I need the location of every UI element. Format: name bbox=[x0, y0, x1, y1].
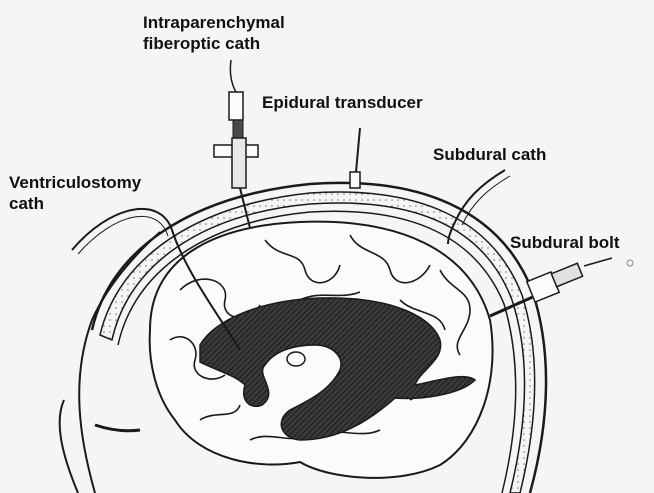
ventriculostomy-label-line2: cath bbox=[9, 193, 141, 214]
subdural-bolt-label: Subdural bolt bbox=[510, 232, 620, 253]
epidural-transducer bbox=[350, 128, 360, 188]
ventriculostomy-label: Ventriculostomy cath bbox=[9, 172, 141, 214]
intraparenchymal-label-line1: Intraparenchymal bbox=[143, 12, 285, 33]
ventriculostomy-label-line1: Ventriculostomy bbox=[9, 172, 141, 193]
subdural-cath-label: Subdural cath bbox=[433, 144, 546, 165]
foramen bbox=[287, 352, 305, 366]
epidural-transducer-label: Epidural transducer bbox=[262, 92, 423, 113]
ear-outline bbox=[60, 400, 78, 493]
intraparenchymal-label-line2: fiberoptic cath bbox=[143, 33, 285, 54]
intraparenchymal-label: Intraparenchymal fiberoptic cath bbox=[143, 12, 285, 54]
brow-mark bbox=[95, 425, 140, 431]
